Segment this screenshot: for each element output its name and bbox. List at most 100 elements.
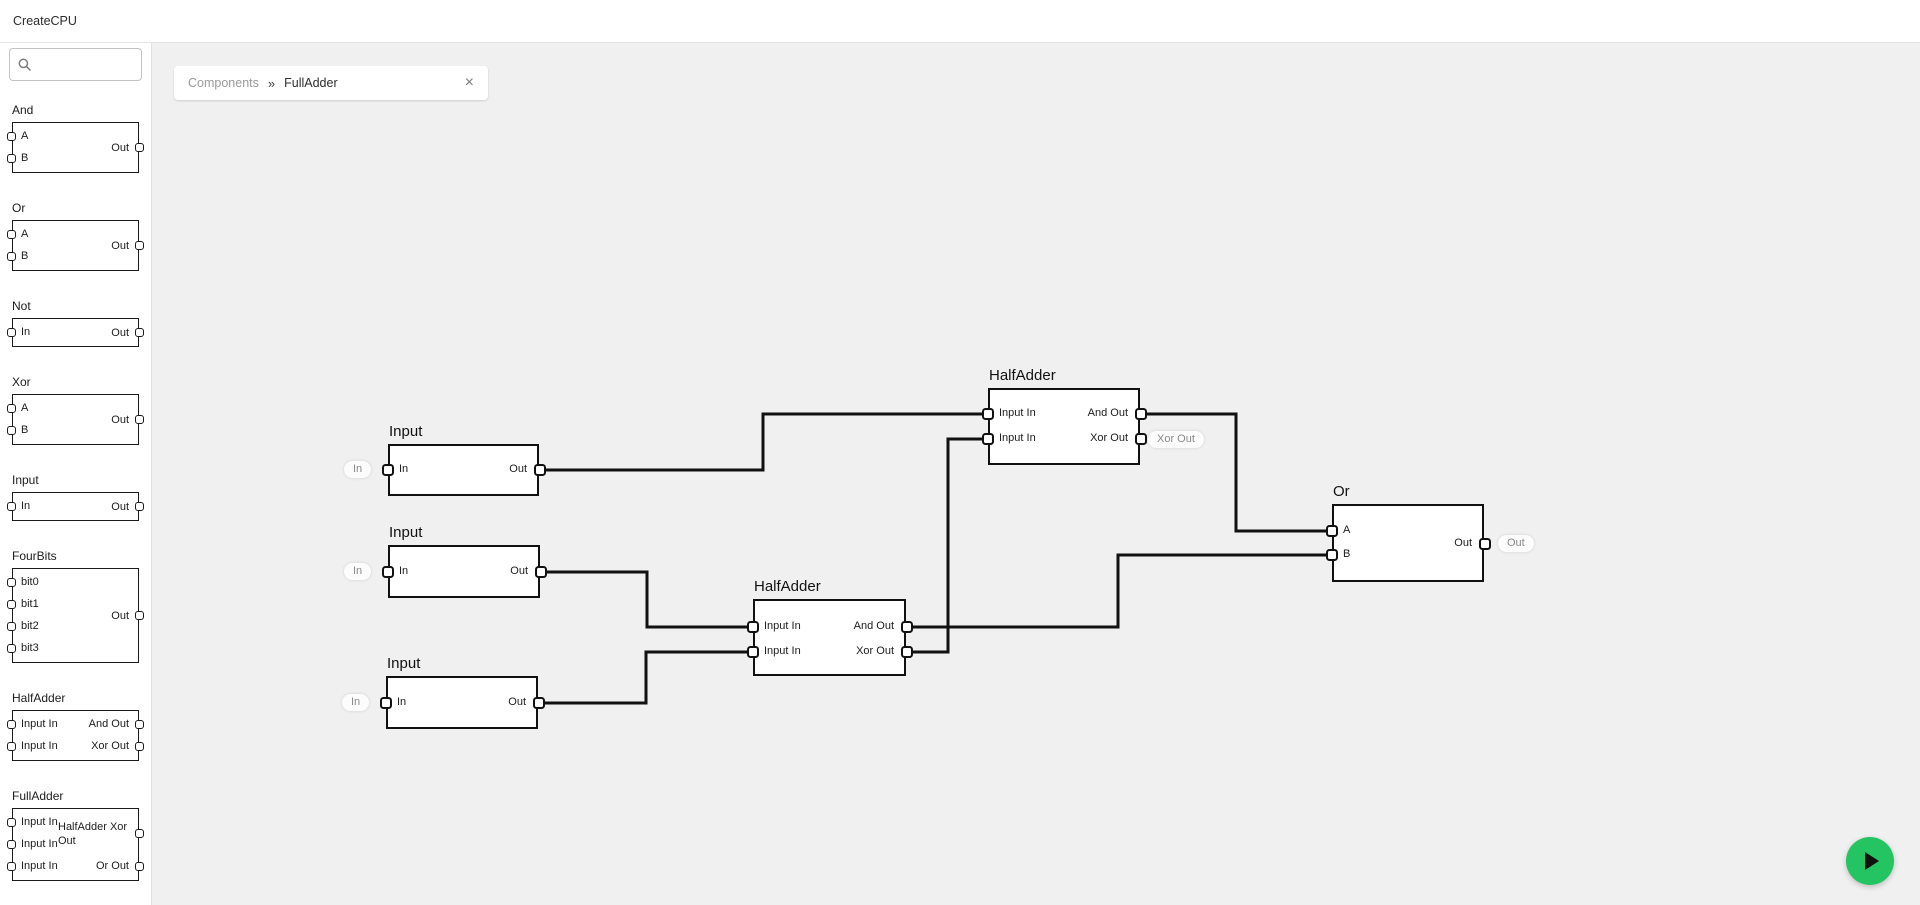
- output-port[interactable]: [135, 241, 144, 251]
- input-port[interactable]: [7, 153, 16, 163]
- output-port[interactable]: [135, 719, 144, 729]
- palette-item-label: And: [12, 103, 34, 117]
- search-box[interactable]: [9, 48, 142, 81]
- input-port[interactable]: [7, 403, 16, 413]
- port-label: B: [1343, 548, 1351, 560]
- output-port[interactable]: [533, 463, 546, 476]
- input-port[interactable]: [746, 645, 759, 658]
- input-port[interactable]: [381, 463, 394, 476]
- input-port[interactable]: [7, 425, 16, 435]
- output-port[interactable]: [135, 415, 144, 425]
- input-port[interactable]: [7, 501, 16, 511]
- input-port[interactable]: [7, 719, 16, 729]
- output-port[interactable]: [135, 143, 144, 153]
- output-port[interactable]: [532, 696, 545, 709]
- port-label: And Out: [88, 718, 129, 730]
- port-label: And Out: [853, 620, 894, 632]
- output-port[interactable]: [1134, 407, 1147, 420]
- output-port[interactable]: [534, 565, 547, 578]
- input-port[interactable]: [7, 229, 16, 239]
- palette-item-label: FullAdder: [12, 789, 64, 803]
- output-port[interactable]: [1478, 537, 1491, 550]
- input-port[interactable]: [1325, 524, 1338, 537]
- io-label-pill: Xor Out: [1148, 431, 1204, 448]
- port-label: In: [397, 696, 407, 708]
- port-label: Or Out: [95, 860, 129, 872]
- port-label: Input In: [21, 838, 58, 850]
- port-label: In: [399, 565, 409, 577]
- palette-item-label: HalfAdder: [12, 691, 66, 705]
- input-port[interactable]: [981, 407, 994, 420]
- port-label: Input In: [999, 407, 1036, 419]
- port-label: Input In: [999, 432, 1036, 444]
- input-port[interactable]: [7, 577, 16, 587]
- output-port[interactable]: [135, 741, 144, 751]
- input-port[interactable]: [379, 696, 392, 709]
- input-port[interactable]: [1325, 548, 1338, 561]
- output-port[interactable]: [900, 620, 913, 633]
- port-label: In: [399, 463, 409, 475]
- palette-block[interactable]: In Out: [7, 318, 144, 347]
- node-title: HalfAdder: [754, 578, 821, 595]
- input-port[interactable]: [381, 565, 394, 578]
- title-bar: CreateCPU: [0, 0, 1920, 43]
- output-port[interactable]: [135, 611, 144, 621]
- search-input[interactable]: [37, 57, 133, 72]
- io-label-pill: In: [344, 563, 372, 580]
- output-port[interactable]: [135, 861, 144, 871]
- port-label: B: [21, 424, 29, 436]
- output-port[interactable]: [1134, 432, 1147, 445]
- port-label: And Out: [1087, 407, 1128, 419]
- run-simulation-button[interactable]: [1846, 837, 1894, 885]
- output-port[interactable]: [135, 328, 144, 338]
- output-port[interactable]: [135, 502, 144, 512]
- port-label: A: [1343, 524, 1351, 536]
- input-port[interactable]: [746, 620, 759, 633]
- tab-fulladder[interactable]: Components » FullAdder ×: [174, 66, 488, 100]
- port-label: In: [21, 326, 31, 338]
- breadcrumb-root[interactable]: Components: [188, 76, 259, 90]
- output-port[interactable]: [900, 645, 913, 658]
- node-title: Input: [389, 423, 423, 440]
- port-label: A: [21, 228, 29, 240]
- io-label-pill: In: [342, 694, 370, 711]
- close-icon[interactable]: ×: [464, 74, 474, 91]
- input-port[interactable]: [7, 861, 16, 871]
- input-port[interactable]: [7, 131, 16, 141]
- port-label: Input In: [21, 718, 58, 730]
- output-port[interactable]: [135, 828, 144, 838]
- port-label: Out: [111, 326, 129, 339]
- input-port[interactable]: [7, 839, 16, 849]
- input-port[interactable]: [7, 621, 16, 631]
- input-port[interactable]: [7, 741, 16, 751]
- input-port[interactable]: [7, 251, 16, 261]
- port-label: Out: [1454, 537, 1472, 549]
- input-port[interactable]: [7, 599, 16, 609]
- input-port[interactable]: [7, 327, 16, 337]
- input-port[interactable]: [981, 432, 994, 445]
- input-port[interactable]: [7, 643, 16, 653]
- port-label: Out: [111, 500, 129, 513]
- input-port[interactable]: [7, 817, 16, 827]
